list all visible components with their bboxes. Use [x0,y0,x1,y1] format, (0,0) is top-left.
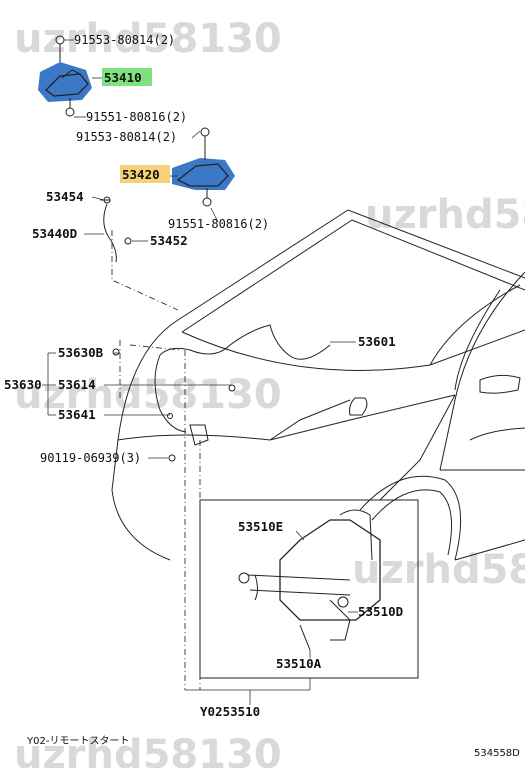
vehicle-outline [111,209,525,561]
latch-assembly-detail [238,509,381,651]
part-label: Y0253510 [200,704,260,719]
footer-caption: Y02-リモートスタート [26,735,129,747]
cable-53440d [100,196,236,392]
part-label: 91553-80814(2) [74,33,175,47]
part-label: 53614 [58,377,96,392]
watermark-text: uzrhd58 [365,192,525,238]
part-label: 53510A [276,656,322,671]
highlight-53410-label [102,68,152,86]
watermark-text: uzrhd58130 [14,16,282,62]
diagram-id: 534558D [474,748,520,759]
highlight-53420-label [120,165,170,183]
watermark-text: uzrhd58130 [14,732,282,768]
part-label: 91551-80816(2) [168,217,269,231]
part-label: 53510D [358,604,403,619]
sensor-part-53420 [176,127,229,207]
part-label: 53452 [150,233,188,248]
part-label: 91551-80816(2) [86,110,187,124]
part-label: 53510E [238,519,283,534]
part-labels: 91553-80814(2) 53410 91551-80816(2) 9155… [4,33,403,719]
part-label: 53420 [122,167,160,182]
sensor-part-53410 [45,35,89,117]
part-label: 53410 [104,70,142,85]
part-label: 53630 [4,377,42,392]
watermark-text: uzrhd58 [352,547,525,593]
part-label: 53630B [58,345,104,360]
part-label: 53440D [32,226,77,241]
detail-inset-frame [199,499,419,679]
part-label: 53601 [358,334,396,349]
part-label: 53641 [58,407,96,422]
highlight-53410 [38,62,92,102]
watermark-layer: uzrhd58130 uzrhd58 uzrhd58130 uzrhd58 uz… [14,16,525,768]
wire-harness [154,324,331,462]
part-label: 91553-80814(2) [76,130,177,144]
watermark-text: uzrhd58130 [14,372,282,418]
part-label: 90119-06939(3) [40,451,141,465]
part-label: 53454 [46,189,84,204]
leader-lines [42,39,358,705]
